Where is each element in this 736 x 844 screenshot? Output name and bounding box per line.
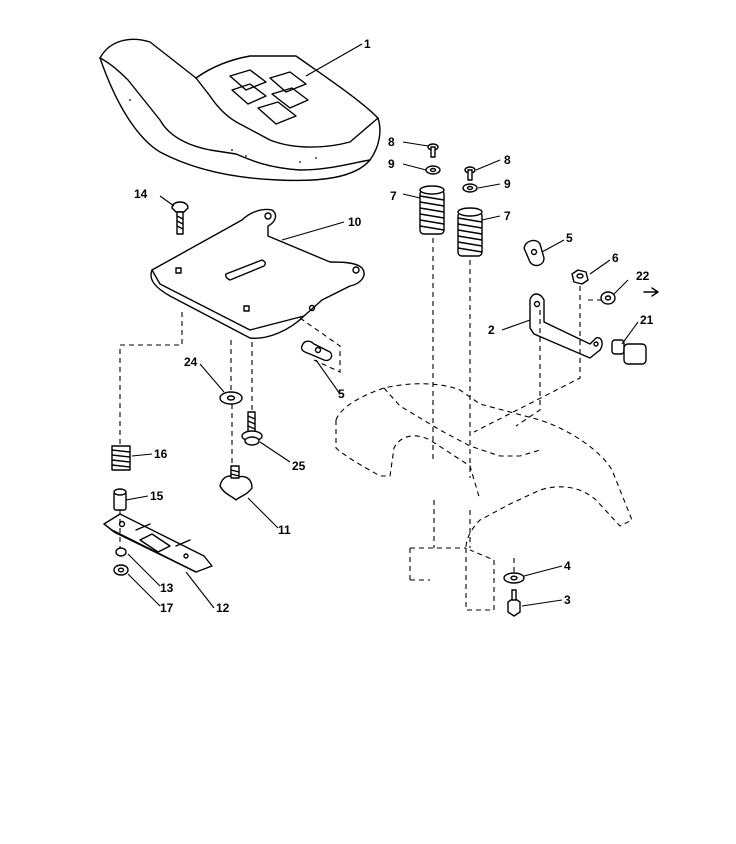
clip-right [523,239,545,267]
callout-labels: 1 14 10 8 9 7 8 9 7 5 6 22 2 21 24 5 25 … [134,37,654,615]
callout-25: 25 [292,459,306,473]
callout-15: 15 [150,489,164,503]
callout-8-left: 8 [388,135,395,149]
slide-plate [103,513,213,573]
shoulder-bolt [241,411,263,446]
seat-pan [150,208,365,339]
adjust-plug [611,339,647,365]
callout-14: 14 [134,187,148,201]
callout-17: 17 [160,601,174,615]
callout-2: 2 [488,323,495,337]
leader-lines [125,43,639,609]
callout-6: 6 [612,251,619,265]
spring-stack-right [457,166,483,257]
callout-4: 4 [564,559,571,573]
callout-7-right: 7 [504,209,511,223]
carriage-bolt [171,201,189,235]
flange-nut [600,291,616,305]
flat-washer-left [219,391,243,405]
callout-3: 3 [564,593,571,607]
callout-9-right: 9 [504,177,511,191]
washer-small [113,564,129,576]
callout-10: 10 [348,215,362,229]
callout-9-left: 9 [388,157,395,171]
callout-1: 1 [364,37,371,51]
frame-outline [335,383,633,611]
callout-7-left: 7 [390,189,397,203]
spring-stack-left [419,143,445,235]
hex-bolt [507,589,521,617]
hex-nut [571,269,589,285]
callout-12: 12 [216,601,230,615]
callout-5-right: 5 [566,231,573,245]
spacer [113,488,127,511]
locknut [115,547,127,557]
seat-bracket [529,293,603,359]
compression-spring-small [111,445,131,471]
assembly-lines [119,238,602,600]
seat [99,38,381,182]
callout-13: 13 [160,581,174,595]
callout-5-left: 5 [338,387,345,401]
callout-22: 22 [636,269,650,283]
callout-21: 21 [640,313,654,327]
clip-left [300,340,333,362]
callout-11: 11 [278,523,291,537]
callout-16: 16 [154,447,168,461]
direction-arrow-icon [643,287,659,297]
callout-24: 24 [184,355,198,369]
seat-adjust-knob [219,465,253,501]
callout-8-right: 8 [504,153,511,167]
washer-frame [503,572,525,584]
